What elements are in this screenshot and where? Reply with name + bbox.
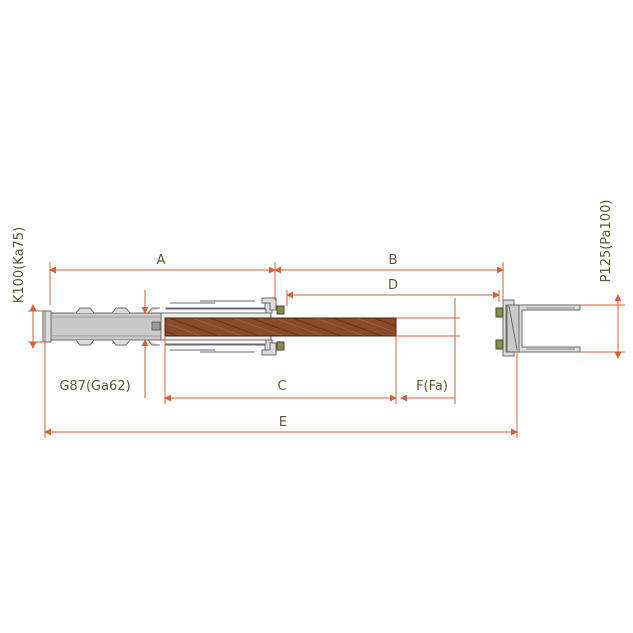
label-e: E xyxy=(279,415,287,430)
label-c: C xyxy=(277,379,286,394)
label-a: A xyxy=(157,253,166,268)
door-leaf xyxy=(164,317,397,337)
dimension-lines xyxy=(28,262,625,438)
label-f: F(Fa) xyxy=(416,379,448,394)
label-p: P125(Pa100) xyxy=(599,200,614,283)
gasket-bottom xyxy=(276,341,285,351)
gasket-top xyxy=(276,305,285,315)
label-b: B xyxy=(389,253,398,268)
label-g: G87(Ga62) xyxy=(59,379,130,394)
label-d: D xyxy=(388,278,398,293)
label-k: K100(Ka75) xyxy=(12,227,27,303)
door-jamb xyxy=(495,299,581,357)
